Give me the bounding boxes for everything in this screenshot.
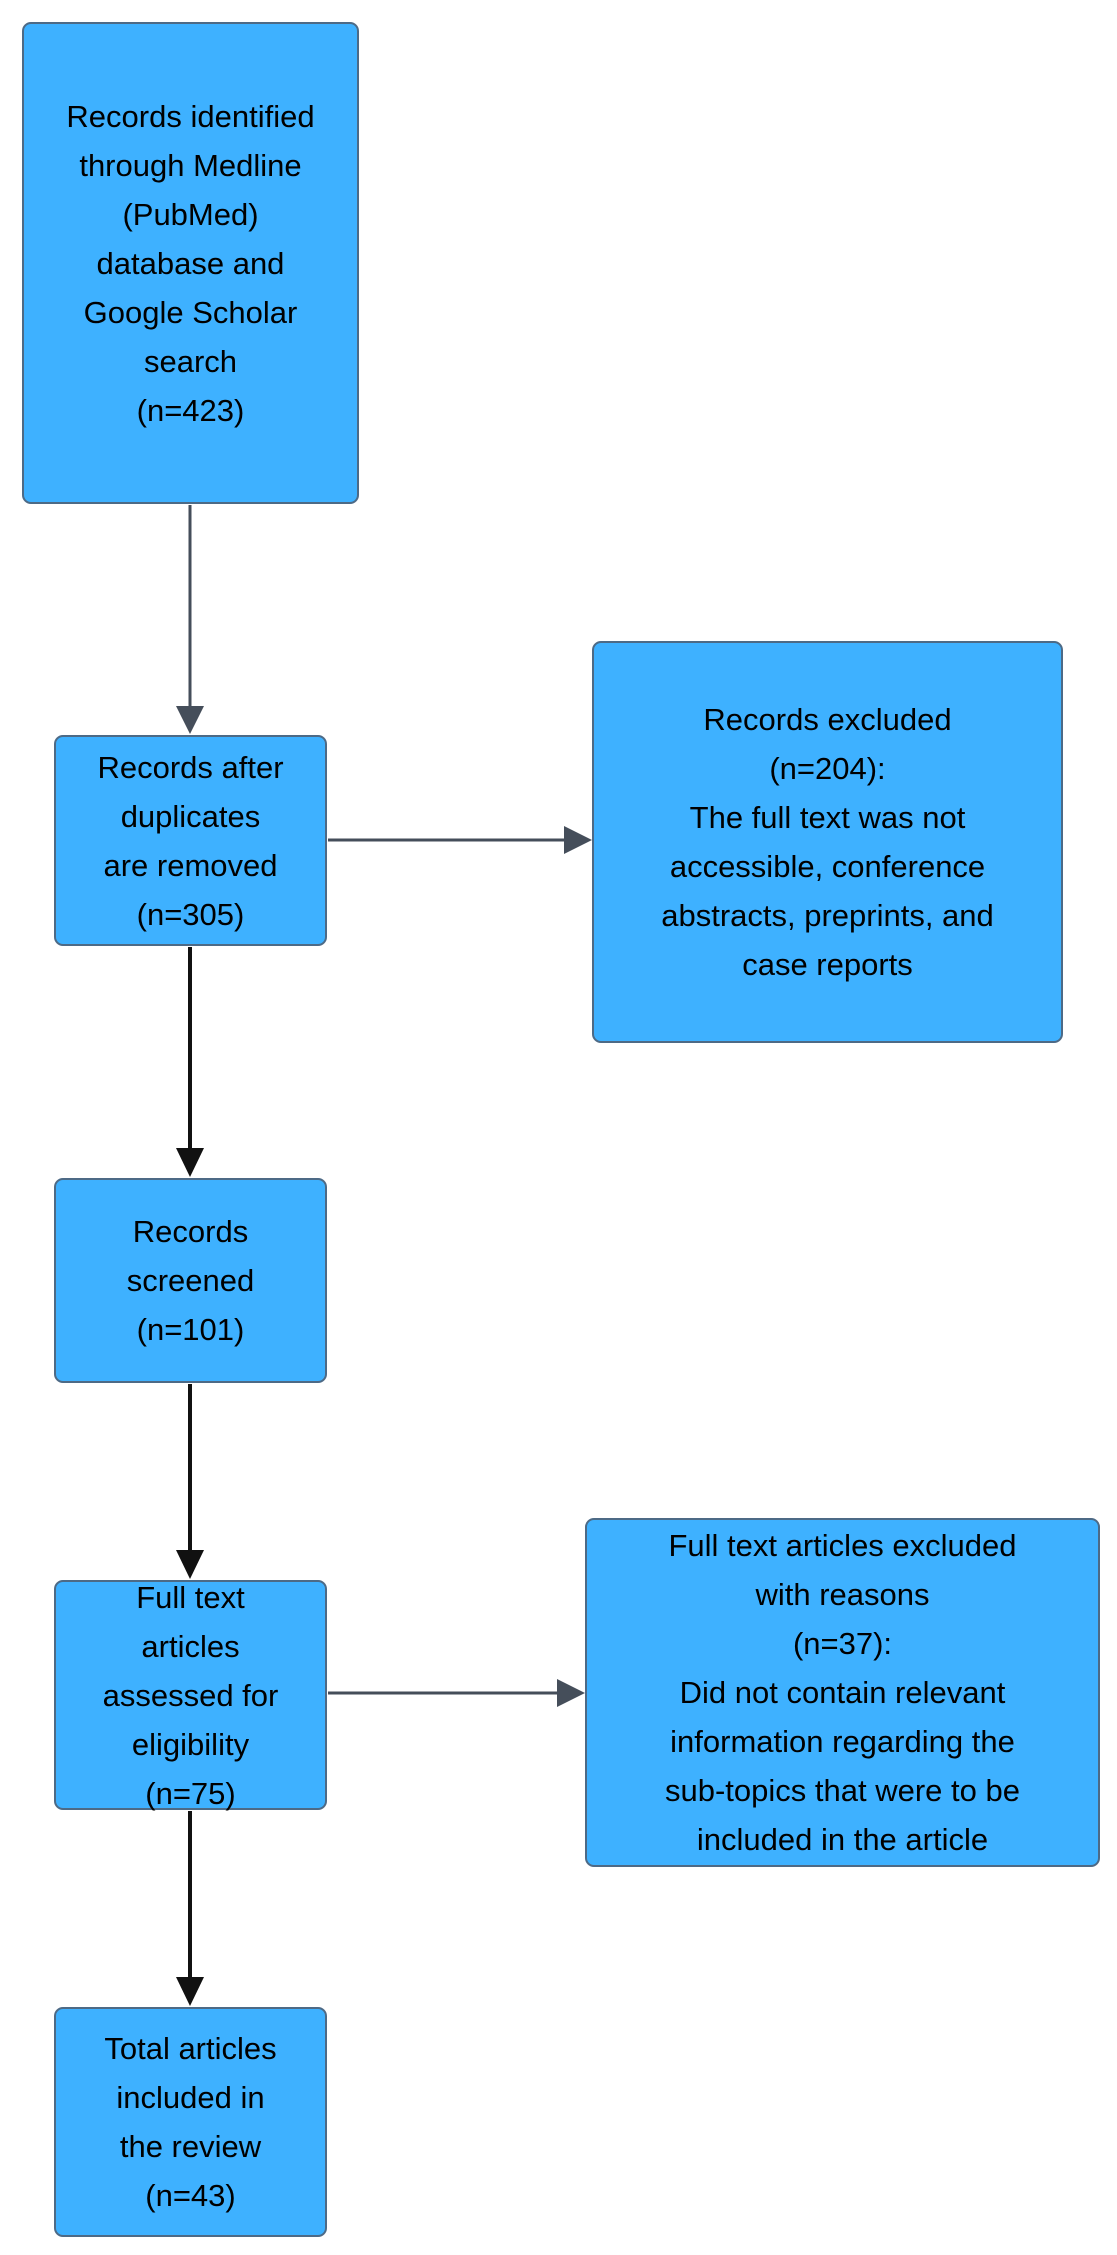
records-excluded-box: Records excluded (n=204): The full text …	[592, 641, 1063, 1043]
records-identified-text: Records identified through Medline (PubM…	[66, 98, 315, 428]
arrowhead-down	[176, 1148, 204, 1177]
eligibility-assessment-box: Full text articles assessed for eligibil…	[54, 1580, 327, 1811]
fulltext-excluded-box: Full text articles excluded with reasons…	[585, 1518, 1100, 1867]
records-after-duplicates-text: Records after duplicates are removed (n=…	[97, 749, 284, 932]
records-screened-text: Records screened (n=101)	[126, 1214, 255, 1347]
records-after-duplicates-box: Records after duplicates are removed (n=…	[54, 735, 327, 946]
articles-included-text: Total articles included in the review (n…	[104, 2031, 277, 2213]
records-identified-box: Records identified through Medline (PubM…	[22, 22, 359, 504]
arrowhead-down	[176, 1977, 204, 2006]
eligibility-assessment-text: Full text articles assessed for eligibil…	[102, 1579, 279, 1811]
articles-included-box: Total articles included in the review (n…	[54, 2007, 327, 2237]
arrowhead-right	[564, 826, 592, 854]
records-screened-box: Records screened (n=101)	[54, 1178, 327, 1383]
arrowhead-down	[176, 706, 204, 734]
arrowhead-down	[176, 1550, 204, 1579]
fulltext-excluded-text: Full text articles excluded with reasons…	[665, 1528, 1020, 1857]
arrowhead-right	[557, 1679, 585, 1707]
records-excluded-text: Records excluded (n=204): The full text …	[661, 702, 994, 982]
